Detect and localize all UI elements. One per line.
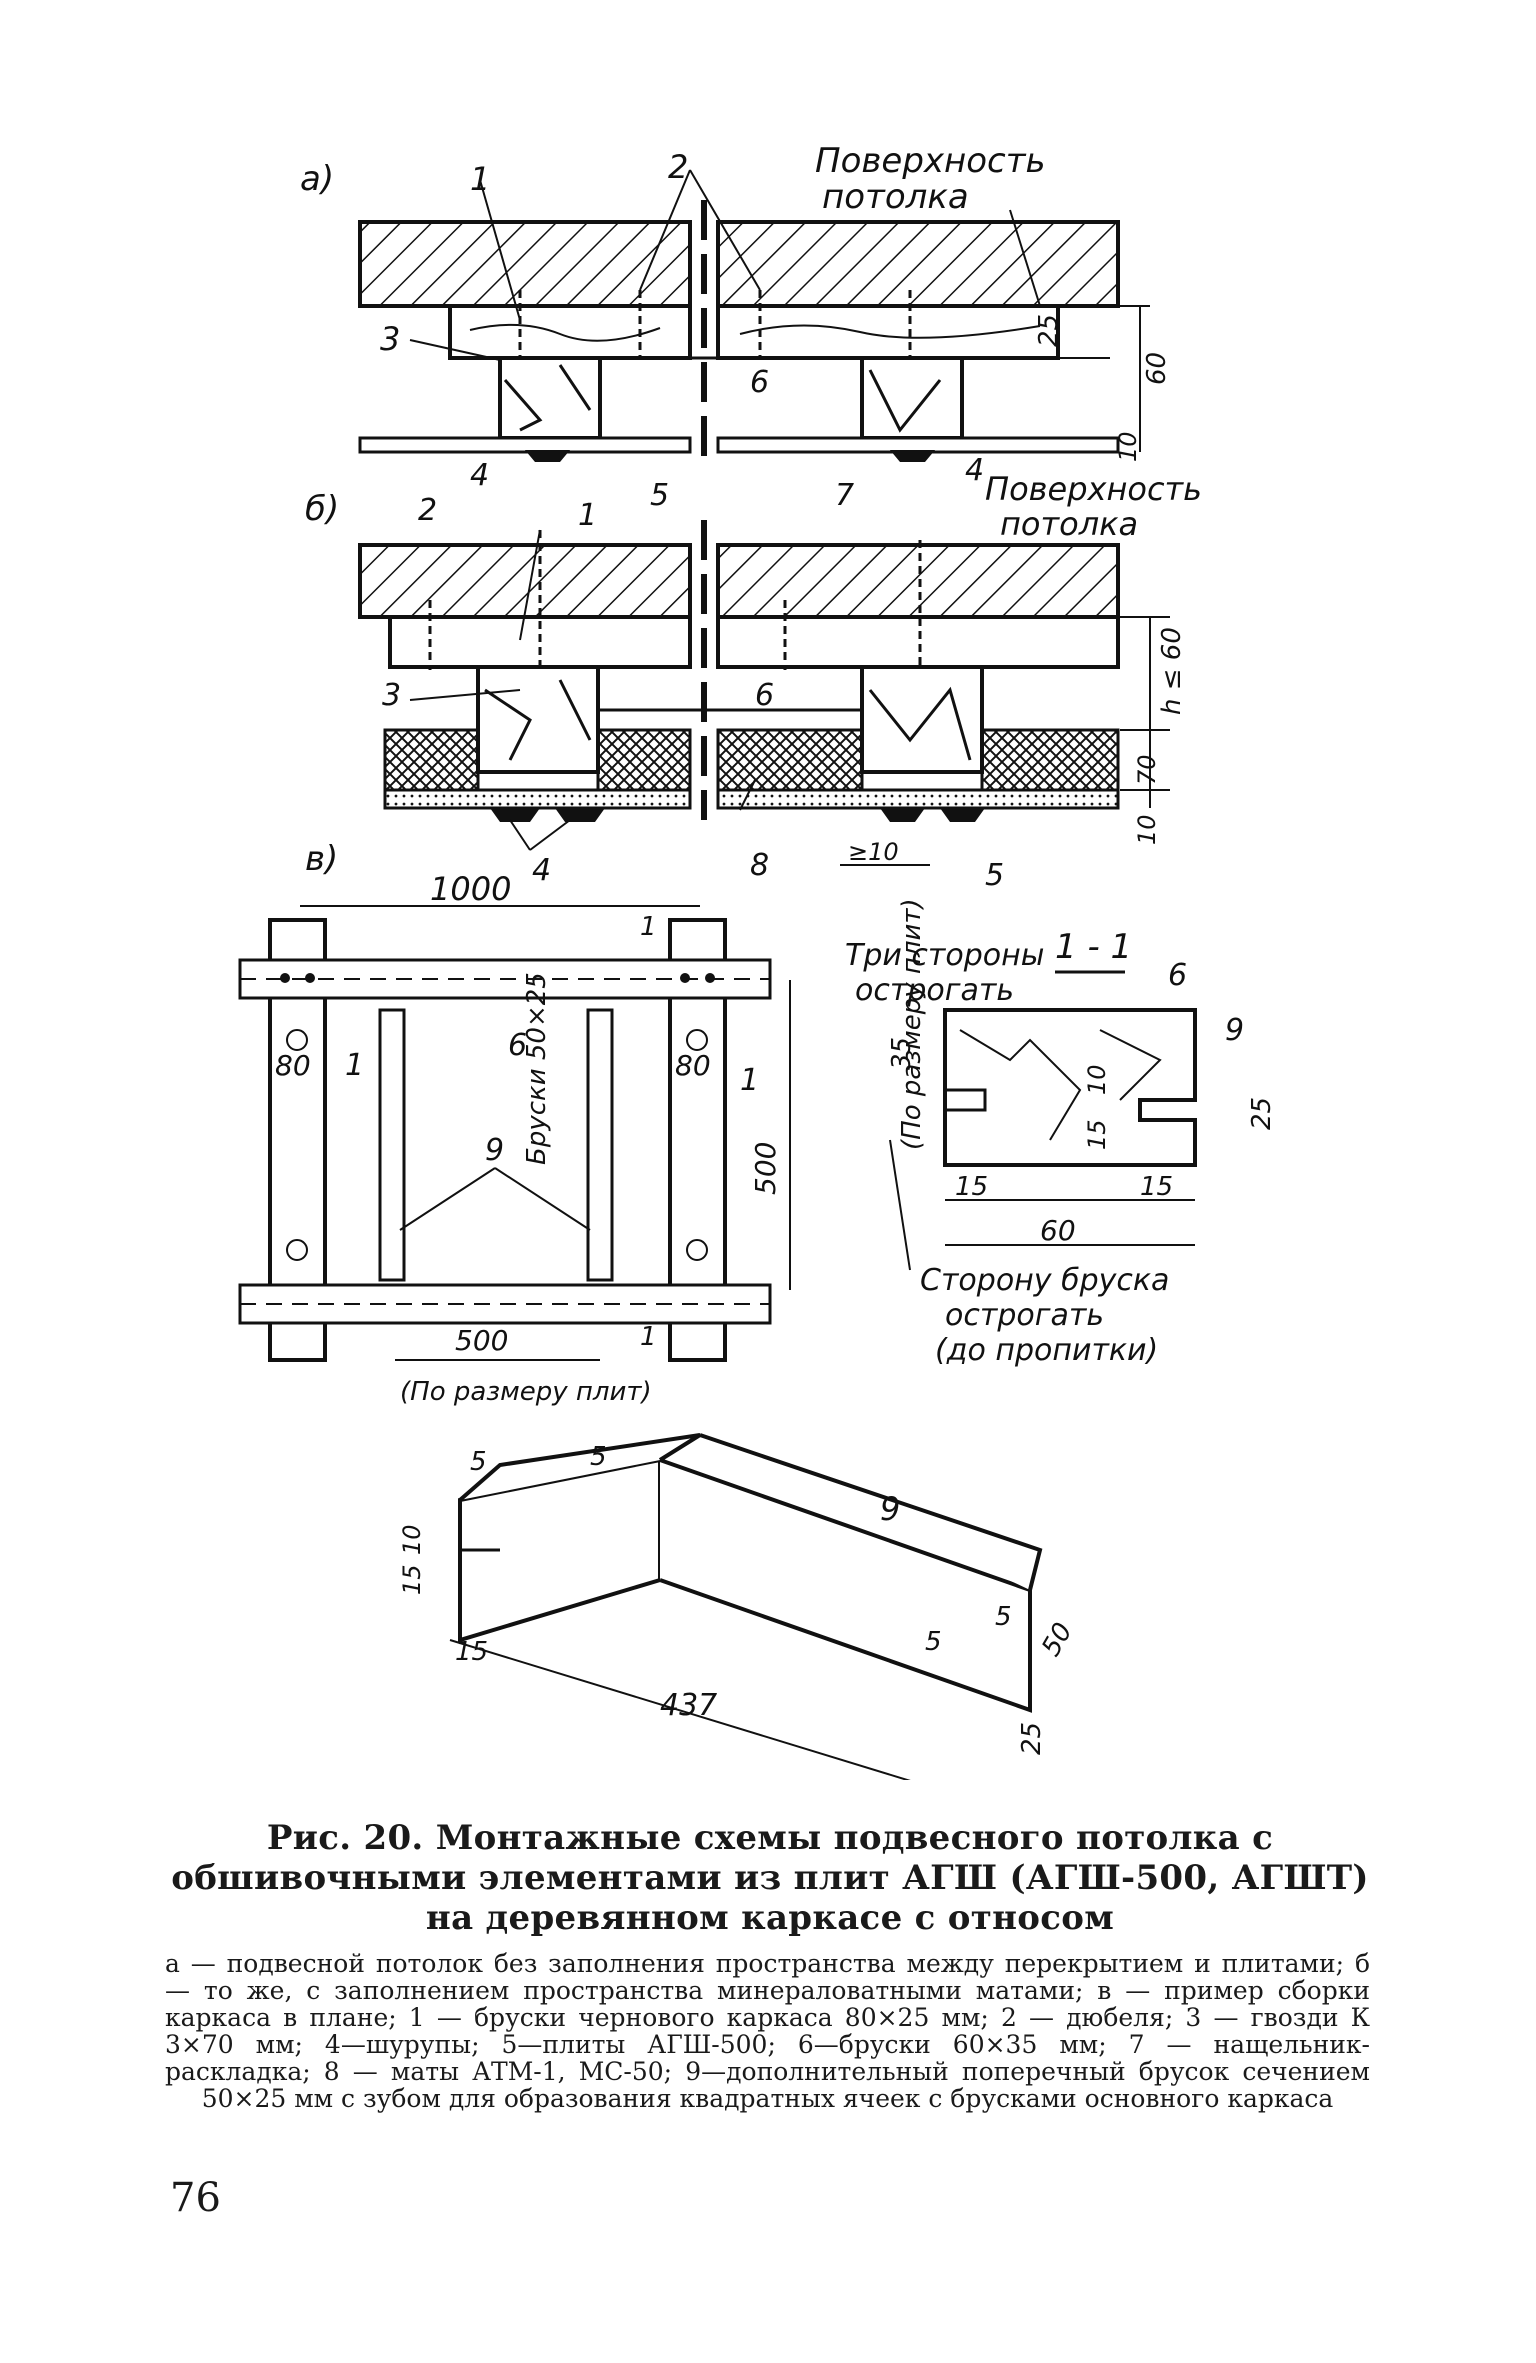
section-1-1: 1 - 1 Три стороны острогать 6 9 35 10 15… [845,927,1277,1368]
callout-9-iso: 9 [880,1490,900,1528]
three-sides-1: Три стороны [845,938,1044,973]
callout-3-a: 3 [380,320,400,358]
callout-5-b: 5 [985,858,1004,893]
dim-25: 25 [1034,314,1064,347]
dim-70-b: 70 [1133,754,1161,785]
dim-60: 60 [1142,352,1172,385]
dim-80-left: 80 [275,1049,311,1082]
sec-dim-15b: 15 [1140,1172,1173,1202]
panel-v-plan: в) 1000 80 80 1 1 6 9 Бруски 50×25 500 (… [238,839,927,1407]
callout-4b-a: 4 [965,453,984,488]
bars-label: Бруски 50×25 [522,972,552,1165]
panel-b-label: б) [305,489,339,529]
sec-dim-60: 60 [1040,1214,1076,1247]
iso-dim-10: 10 [398,1524,426,1555]
dim-ge10: ≥10 [848,838,899,866]
dim-80-right: 80 [675,1049,711,1082]
callout-1-v-right: 1 [740,1063,759,1098]
dim-10: 10 [1114,431,1142,462]
iso-dim-5b: 5 [590,1442,607,1472]
sec-dim-15: 15 [1083,1119,1111,1150]
sec-dim-25: 25 [1247,1097,1277,1130]
sec-dim-15a: 15 [955,1172,988,1202]
side-note-2: острогать [945,1298,1104,1333]
callout-9-s: 9 [1225,1013,1244,1048]
iso-dim-5a: 5 [470,1447,487,1477]
iso-dim-15: 15 [398,1564,426,1595]
iso-dim-5c: 5 [925,1627,942,1657]
side-note-3: (до пропитки) [935,1333,1158,1368]
callout-7-a: 7 [835,478,854,513]
panel-a-section: а) 25 60 10 1 2 3 6 4 5 7 [300,141,1172,513]
iso-dim-15b: 15 [455,1637,488,1667]
figure-caption-title: Рис. 20. Монтажные схемы подвесного пото… [171,1818,1369,1938]
callout-1-v-left: 1 [345,1048,364,1083]
figure-caption-legend: а — подвесной потолок без заполнения про… [165,1949,1370,2113]
callout-1-a: 1 [470,160,490,198]
callout-6-s: 6 [1168,958,1187,993]
callout-9-v: 9 [485,1133,504,1168]
callout-6-v: 6 [508,1028,527,1063]
cut-mark-top: 1 [640,912,657,942]
panel-b-section: б) h ≤ 60 70 10 ≥10 2 1 3 6 4 [305,470,1202,893]
side-note-1: Сторону бруска [920,1263,1169,1298]
iso-dim-437: 437 [660,1688,717,1723]
callout-5-a: 5 [650,478,669,513]
panel-v-label: в) [305,839,338,879]
three-sides-2: острогать [855,973,1014,1008]
surface-label-b1: Поверхность [985,470,1202,508]
callout-3-b: 3 [382,678,401,713]
cut-mark-bottom: 1 [640,1322,657,1352]
technical-drawing: а) 25 60 10 1 2 3 6 4 5 7 [238,141,1277,1780]
callout-4-b: 4 [532,853,551,888]
dim-10-b: 10 [1133,814,1161,845]
dim-500-h: 500 [455,1324,508,1357]
section-title: 1 - 1 [1055,927,1132,967]
dim-1000: 1000 [430,870,511,908]
surface-label-a1: Поверхность [815,141,1046,181]
plates-label-v: (По размеру плит) [897,898,927,1150]
callout-1-b: 1 [578,498,597,533]
callout-2-b: 2 [418,493,437,528]
isometric-bar: 9 5 5 10 15 15 437 5 5 50 25 [398,1433,1079,1780]
callout-4-a: 4 [470,458,489,493]
callout-6-a: 6 [750,365,769,400]
iso-dim-5d: 5 [995,1602,1012,1632]
sec-dim-35: 35 [887,1037,917,1070]
surface-label-b2: потолка [1000,505,1138,543]
callout-6-b: 6 [755,678,774,713]
sec-dim-10: 10 [1083,1064,1111,1095]
page-number: 76 [170,2175,221,2221]
dim-500-v: 500 [749,1142,782,1195]
iso-dim-50: 50 [1036,1618,1079,1662]
callout-8-b: 8 [750,848,769,883]
surface-label-a2: потолка [822,177,969,217]
panel-a-label: а) [300,159,334,199]
plates-label-h: (По размеру плит) [400,1377,652,1407]
dim-h: h ≤ 60 [1157,627,1187,715]
callout-2-a: 2 [668,148,688,186]
iso-dim-25: 25 [1017,1722,1047,1755]
